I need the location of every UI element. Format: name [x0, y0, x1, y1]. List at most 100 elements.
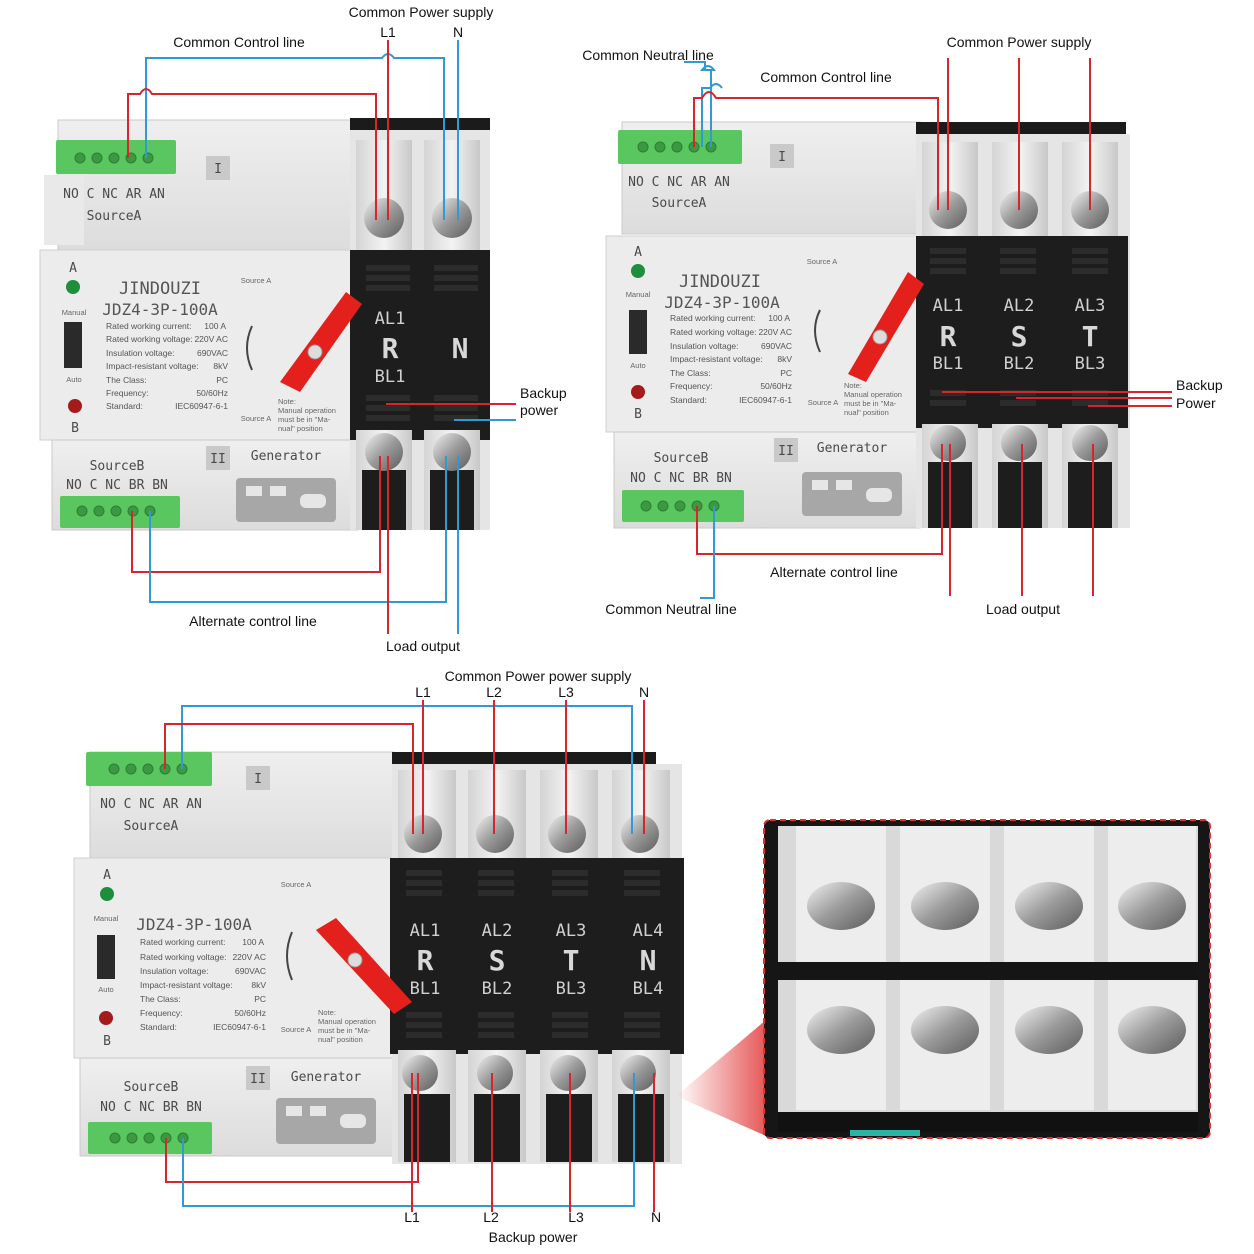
svg-text:PC: PC: [216, 375, 228, 385]
indicator-b-label-3: B: [103, 1034, 111, 1049]
svg-text:IEC60947-6-1: IEC60947-6-1: [739, 395, 792, 405]
roman-one: I: [214, 162, 222, 177]
manual-auto-switch-2[interactable]: [629, 310, 647, 354]
top-phase-l1: L1: [415, 684, 431, 700]
svg-text:The Class:: The Class:: [140, 994, 181, 1004]
model-name: JDZ4-3P-100A: [102, 300, 218, 319]
manual-auto-switch-3[interactable]: [97, 935, 115, 979]
svg-text:220V AC: 220V AC: [194, 334, 228, 344]
svg-text:Rated working current:: Rated working current:: [106, 321, 192, 331]
front-face-3: [73, 857, 395, 1059]
pole2-top-3: AL3: [1075, 296, 1106, 316]
source-a-label: SourceA: [87, 209, 142, 224]
indicator-b-label: B: [71, 421, 79, 436]
manual-label-2: Manual: [626, 290, 651, 299]
caption-alternate-line: Alternate control line: [189, 613, 317, 629]
control-wire-red: [127, 88, 377, 220]
bottom-screw-3a: [402, 1055, 438, 1091]
bottom-phase-l3: L3: [568, 1209, 584, 1225]
caption-power-supply-2: Common Power supply: [947, 34, 1092, 50]
pole2-bot-3: BL3: [1075, 354, 1106, 374]
svg-text:100 A: 100 A: [768, 313, 790, 323]
source-a-small: Source A: [241, 276, 271, 285]
svg-text:8kV: 8kV: [777, 354, 792, 364]
terminal-2b-labels: NO C NC BR BN: [630, 471, 732, 486]
pole3-bot-4: BL4: [633, 979, 664, 999]
bottom-phase-l1: L1: [404, 1209, 420, 1225]
top-cap: [350, 118, 490, 130]
svg-text:50/60Hz: 50/60Hz: [234, 1008, 266, 1018]
caption-power-supply: Common Power supply: [349, 4, 494, 20]
rotate-arrow-icon-2: [814, 309, 821, 353]
top-screw-1: [364, 198, 404, 238]
panel-4pole: AL1 AL2 AL3 AL4 R S T N BL1 BL2 BL3 BL4 …: [73, 668, 684, 1245]
caption-neutral-bottom: Common Neutral line: [605, 601, 737, 617]
transfer-handle-3[interactable]: [316, 918, 412, 1014]
caption-neutral-top: Common Neutral line: [582, 47, 714, 63]
bottom-screw-1: [365, 433, 403, 471]
svg-text:Insulation voltage:: Insulation voltage:: [106, 348, 175, 358]
generator-icon-3: [276, 1098, 376, 1144]
caption-load-output-2: Load output: [986, 601, 1060, 617]
neutral-lead-2: [684, 61, 706, 70]
roman-two-2: II: [778, 444, 794, 459]
transfer-handle-2[interactable]: [848, 272, 924, 382]
control-wire-2: [693, 91, 939, 210]
indicator-a-label-2: A: [634, 245, 642, 260]
top-control-wire-3: [164, 723, 414, 834]
roman-two: II: [210, 452, 226, 467]
svg-text:Rated working current:: Rated working current:: [140, 937, 226, 947]
svg-text:Impact-resistant voltage:: Impact-resistant voltage:: [106, 361, 199, 371]
svg-text:8kV: 8kV: [251, 980, 266, 990]
bottom-control-wire-3: [165, 1073, 419, 1183]
rotate-arrow-icon-3: [286, 931, 293, 981]
svg-text:220V AC: 220V AC: [232, 952, 266, 962]
svg-text:690VAC: 690VAC: [761, 341, 792, 351]
pole3-top-2: AL2: [482, 921, 513, 941]
top-phase-n: N: [639, 684, 649, 700]
caption-backup-1: Backup: [520, 385, 567, 401]
svg-text:Impact-resistant voltage:: Impact-resistant voltage:: [140, 980, 233, 990]
caption-control-2: Common Control line: [760, 69, 892, 85]
pole3-bot-3: BL3: [556, 979, 587, 999]
upper-housing: [57, 119, 359, 253]
roman-two-3: II: [250, 1072, 266, 1087]
led-a-2: [631, 264, 645, 278]
top-phase-l3: L3: [558, 684, 574, 700]
caption-l1: L1: [380, 24, 396, 40]
svg-text:690VAC: 690VAC: [235, 966, 266, 976]
bottom-screw-3c: [550, 1055, 586, 1091]
auto-label-2: Auto: [630, 361, 645, 370]
svg-text:Insulation voltage:: Insulation voltage:: [670, 341, 739, 351]
zoom-bottom-screws: [807, 1006, 1186, 1054]
spec-list-3: Rated working current:100 A Rated workin…: [140, 937, 266, 1032]
roman-one-2: I: [778, 150, 786, 165]
neutral-loop-2: [701, 83, 723, 147]
manual-auto-switch[interactable]: [64, 322, 82, 368]
alternate-wire-blue: [149, 456, 447, 603]
svg-text:Manual operation: Manual operation: [318, 1017, 376, 1026]
roman-one-3: I: [254, 772, 262, 787]
led-b-3: [99, 1011, 113, 1025]
svg-text:690VAC: 690VAC: [197, 348, 228, 358]
svg-text:must be in "Ma-: must be in "Ma-: [318, 1026, 371, 1035]
top-phase-l2: L2: [486, 684, 502, 700]
source-2b-label: SourceB: [654, 451, 709, 466]
led-b: [68, 399, 82, 413]
zoom-top-screws: [807, 882, 1186, 930]
svg-text:must be in "Ma-: must be in "Ma-: [278, 415, 331, 424]
generator-label-3: Generator: [291, 1070, 362, 1085]
terminal-2a-labels: NO C NC AR AN: [628, 175, 730, 190]
generator-icon-2: [802, 472, 902, 516]
svg-text:Rated working voltage:: Rated working voltage:: [670, 327, 756, 337]
pole3-mid-2: S: [489, 944, 506, 977]
transfer-handle[interactable]: [280, 292, 362, 392]
svg-text:Note:: Note:: [278, 397, 296, 406]
caption-backup-2a: Backup: [1176, 377, 1223, 393]
svg-text:100 A: 100 A: [242, 937, 264, 947]
source-a-small-5: Source A: [281, 880, 311, 889]
manual-label-3: Manual: [94, 914, 119, 923]
terminal-3b-labels: NO C NC BR BN: [100, 1100, 202, 1115]
svg-text:nual" position: nual" position: [278, 424, 323, 433]
svg-text:Manual operation: Manual operation: [844, 390, 902, 399]
